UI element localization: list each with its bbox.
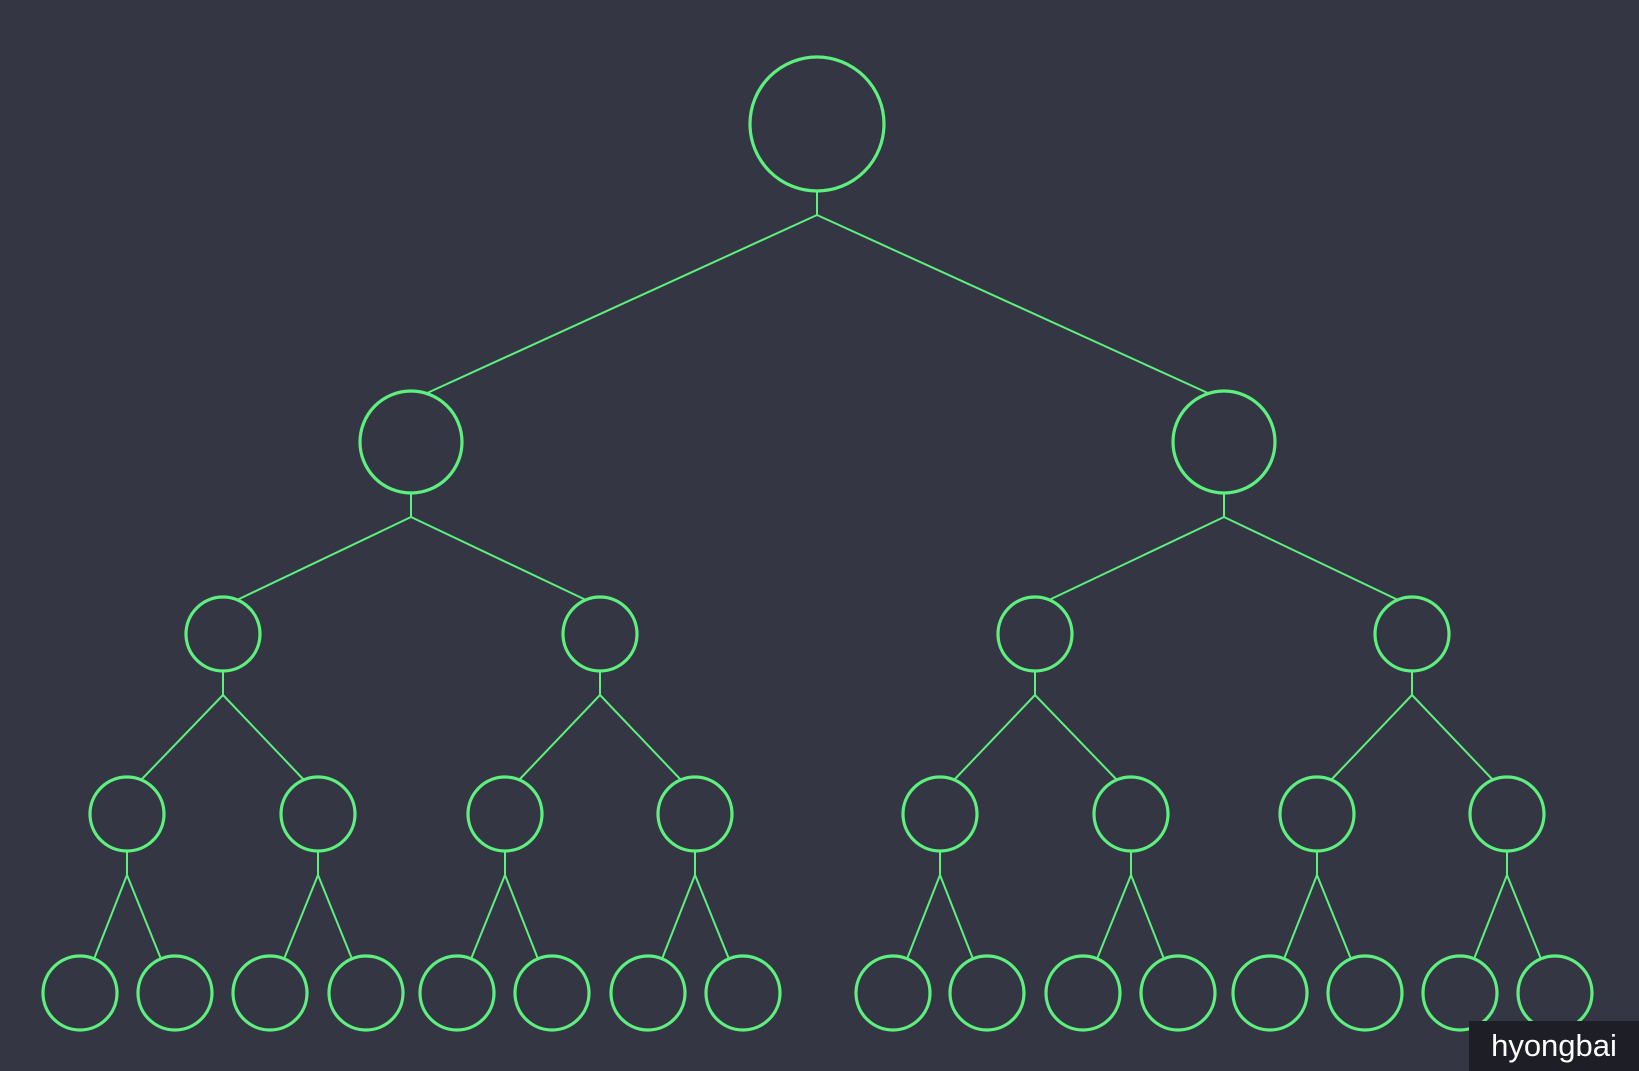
tree-node — [901, 775, 979, 853]
tree-node — [1516, 954, 1594, 1032]
tree-node — [279, 775, 357, 853]
tree-branch-edge — [283, 874, 319, 960]
tree-branch-edge — [470, 874, 506, 960]
tree-node — [1044, 954, 1122, 1032]
tree-branch-edge — [93, 874, 128, 960]
tree-node — [88, 775, 166, 853]
tree-branch-edge — [518, 694, 601, 781]
tree-node — [656, 775, 734, 853]
tree-branch-edge — [1096, 874, 1132, 960]
tree-node — [1171, 389, 1277, 495]
tree-branch-edge — [1506, 874, 1542, 960]
tree-branch-edge — [939, 874, 974, 960]
tree-branch-edge — [317, 874, 353, 960]
tree-branch-edge — [424, 214, 818, 395]
tree-node — [1421, 954, 1499, 1032]
tree-node — [418, 954, 496, 1032]
tree-node — [704, 954, 782, 1032]
tree-branch-edge — [1330, 694, 1413, 781]
tree-branch-edge — [504, 874, 539, 960]
tree-node — [948, 954, 1026, 1032]
tree-node — [1326, 954, 1404, 1032]
tree-node — [358, 389, 464, 495]
tree-node — [466, 775, 544, 853]
tree-branch-edge — [694, 874, 730, 960]
tree-node — [1092, 775, 1170, 853]
tree-node — [996, 595, 1074, 673]
tree-branch-edge — [1283, 874, 1318, 960]
watermark: hyongbai — [1469, 1021, 1639, 1071]
tree-nodes — [41, 55, 1594, 1032]
tree-root-node — [748, 55, 886, 193]
tree-branch-edge — [1473, 874, 1508, 960]
tree-branch-edge — [236, 516, 412, 601]
tree-node — [1278, 775, 1356, 853]
tree-branch-edge — [222, 694, 305, 781]
tree-branch-edge — [1223, 516, 1399, 601]
tree-branch-edge — [126, 874, 162, 960]
tree-node — [136, 954, 214, 1032]
tree-node — [513, 954, 591, 1032]
tree-branch-edge — [1130, 874, 1165, 960]
tree-branch-edge — [140, 694, 224, 781]
tree-branch-edge — [1316, 874, 1352, 960]
tree-node — [561, 595, 639, 673]
tree-branch-edge — [953, 694, 1036, 781]
tree-node — [184, 595, 262, 673]
tree-branch-edge — [661, 874, 696, 960]
tree-node — [1231, 954, 1309, 1032]
tree-branch-edge — [906, 874, 941, 960]
tree-node — [1139, 954, 1217, 1032]
tree-node — [231, 954, 309, 1032]
tree-node — [327, 954, 405, 1032]
tree-node — [609, 954, 687, 1032]
tree-branch-edge — [1411, 694, 1494, 781]
tree-node — [854, 954, 932, 1032]
tree-branch-edge — [410, 516, 587, 601]
tree-branch-edge — [599, 694, 682, 781]
tree-branch-edge — [1034, 694, 1118, 781]
tree-branch-edge — [816, 214, 1211, 395]
tree-branch-edge — [1048, 516, 1225, 601]
tree-edges — [93, 191, 1542, 960]
tree-node — [1373, 595, 1451, 673]
tree-node — [41, 954, 119, 1032]
tree-node — [1468, 775, 1546, 853]
